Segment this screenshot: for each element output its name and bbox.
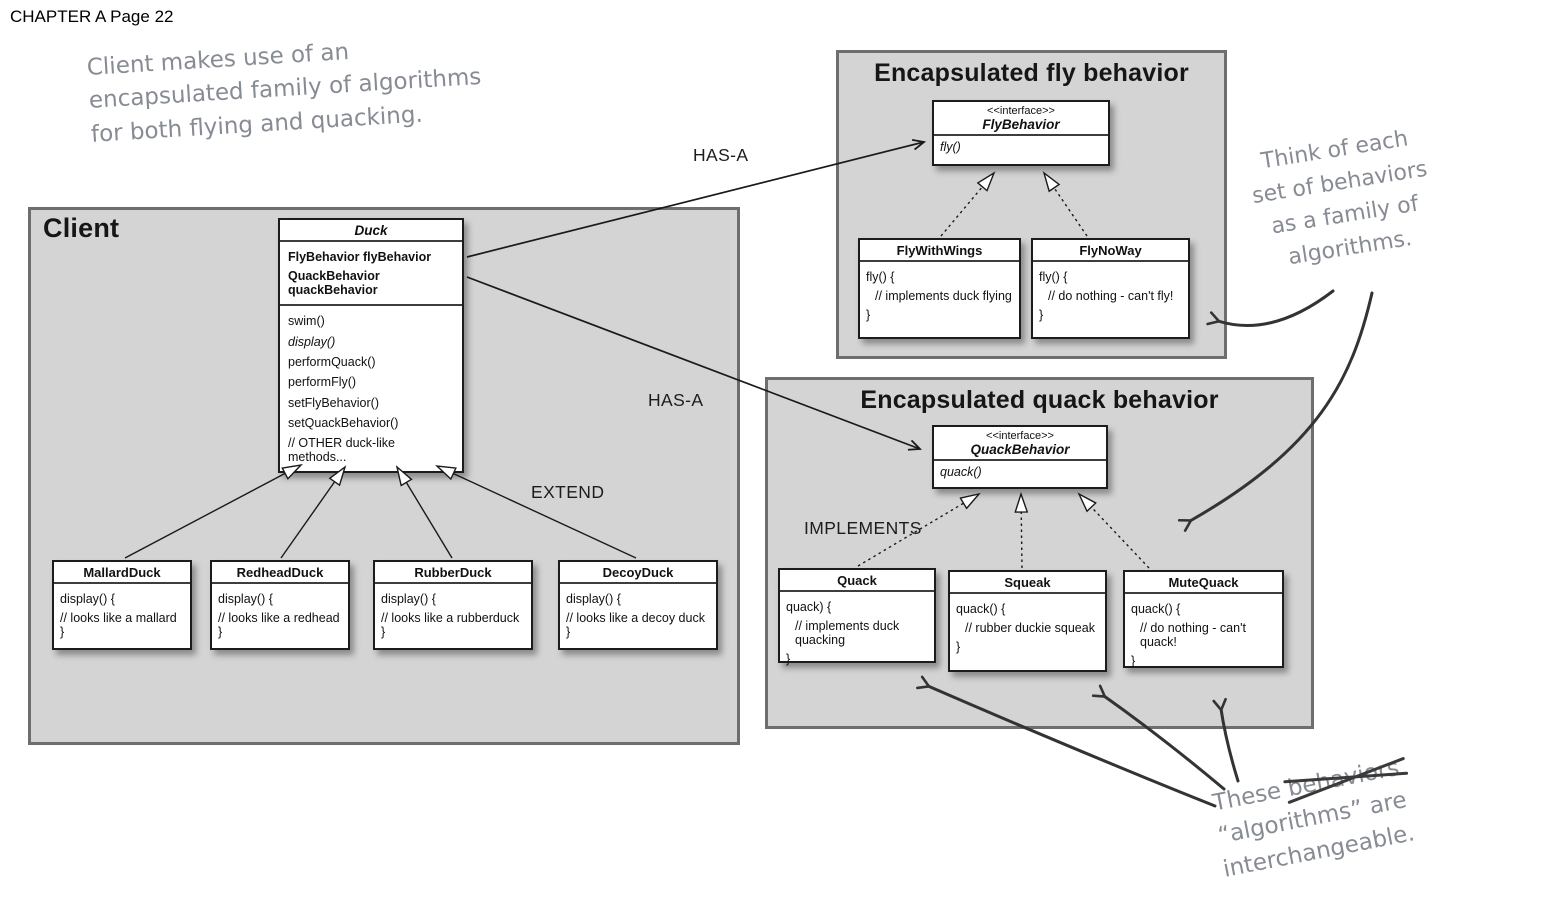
implements-label: IMPLEMENTS [804, 518, 922, 538]
quack-panel-title: Encapsulated quack behavior [860, 386, 1219, 414]
quackbehavior-method: quack() [940, 465, 982, 479]
duck-method: swim() [288, 314, 325, 329]
has-a-quack-label: HAS-A [648, 390, 704, 410]
mallardduck-title: MallardDuck [54, 562, 190, 584]
flynoway-code: // do nothing - can't fly! [1048, 288, 1174, 303]
rubberduck-code: display() { [381, 591, 436, 606]
duck-method: setFlyBehavior() [288, 395, 379, 410]
fly-panel-title: Encapsulated fly behavior [874, 59, 1189, 87]
mutequack-class-box: MuteQuack quack() { // do nothing - can'… [1123, 570, 1284, 668]
duck-field: FlyBehavior flyBehavior [288, 249, 432, 264]
family-note: Think of each set of behaviors as a fami… [1233, 118, 1451, 280]
rubberduck-code: // looks like a rubberduck } [381, 610, 520, 639]
page-header: CHAPTER A Page 22 [10, 7, 174, 26]
rubberduck-class-box: RubberDuck display() { // looks like a r… [373, 560, 533, 650]
flywithwings-code: fly() { [866, 269, 895, 284]
squeak-code: // rubber duckie squeak [965, 620, 1095, 635]
flybehavior-method: fly() [940, 140, 961, 154]
mutequack-code: } [1131, 653, 1136, 668]
duck-methods-section: swim() display() performQuack() performF… [280, 306, 462, 471]
duck-method: performFly() [288, 375, 357, 390]
flywithwings-code: // implements duck flying [875, 288, 1012, 303]
flybehavior-stereotype: <<interface>> [987, 105, 1055, 117]
flynoway-title: FlyNoWay [1033, 240, 1188, 262]
squeak-code: } [956, 639, 961, 654]
redheadduck-code: display() { [218, 591, 273, 606]
quack-code: // implements duck quacking [795, 618, 900, 647]
duck-method: performQuack() [288, 354, 376, 369]
squeak-code: quack() { [956, 601, 1006, 616]
squeak-title: Squeak [950, 572, 1105, 594]
flybehavior-interface-box: <<interface>> FlyBehavior fly() [932, 100, 1110, 166]
quackbehavior-title: QuackBehavior [970, 442, 1070, 457]
mutequack-title: MuteQuack [1125, 572, 1282, 594]
flynoway-code: fly() { [1039, 269, 1068, 284]
quackbehavior-interface-box: <<interface>> QuackBehavior quack() [932, 425, 1108, 489]
duck-method: // OTHER duck-like methods... [288, 436, 395, 465]
squeak-class-box: Squeak quack() { // rubber duckie squeak… [948, 570, 1107, 672]
quack-code: } [786, 651, 791, 666]
decoyduck-code: display() { [566, 591, 621, 606]
quackbehavior-stereotype: <<interface>> [986, 430, 1054, 442]
interchangeable-note: These behaviors “algorithms” are interch… [1180, 746, 1444, 892]
duck-field: QuackBehavior quackBehavior [288, 268, 380, 297]
mutequack-code: quack() { [1131, 601, 1181, 616]
quack-class-box: Quack quack) { // implements duck quacki… [778, 568, 936, 666]
redheadduck-title: RedheadDuck [212, 562, 348, 584]
mallardduck-code: display() { [60, 591, 115, 606]
extend-label: EXTEND [531, 482, 605, 502]
mallardduck-code: // looks like a mallard } [60, 610, 177, 639]
flybehavior-title: FlyBehavior [982, 117, 1060, 132]
redheadduck-class-box: RedheadDuck display() { // looks like a … [210, 560, 350, 650]
has-a-fly-label: HAS-A [693, 145, 749, 165]
quack-code: quack) { [786, 599, 832, 614]
client-panel-title: Client [43, 213, 120, 243]
decoyduck-code: // looks like a decoy duck } [566, 610, 705, 639]
duck-method: display() [288, 334, 336, 349]
duck-class-box: Duck FlyBehavior flyBehavior QuackBehavi… [278, 218, 464, 473]
flynoway-code: } [1039, 307, 1044, 322]
flywithwings-title: FlyWithWings [860, 240, 1019, 262]
redheadduck-code: // looks like a redhead } [218, 610, 340, 639]
rubberduck-title: RubberDuck [375, 562, 531, 584]
flywithwings-class-box: FlyWithWings fly() { // implements duck … [858, 238, 1021, 339]
duck-method: setQuackBehavior() [288, 416, 399, 431]
duck-fields-section: FlyBehavior flyBehavior QuackBehavior qu… [280, 242, 462, 306]
decoyduck-title: DecoyDuck [560, 562, 716, 584]
flywithwings-code: } [866, 307, 871, 322]
sketch-arrow-to-fly-panel [1206, 289, 1335, 327]
client-note: Client makes use of an encapsulated fami… [86, 28, 484, 152]
duck-class-title: Duck [280, 220, 462, 242]
mutequack-code: // do nothing - can't quack! [1140, 620, 1246, 649]
quack-title: Quack [780, 570, 934, 592]
decoyduck-class-box: DecoyDuck display() { // looks like a de… [558, 560, 718, 650]
mallardduck-class-box: MallardDuck display() { // looks like a … [52, 560, 192, 650]
flynoway-class-box: FlyNoWay fly() { // do nothing - can't f… [1031, 238, 1190, 339]
